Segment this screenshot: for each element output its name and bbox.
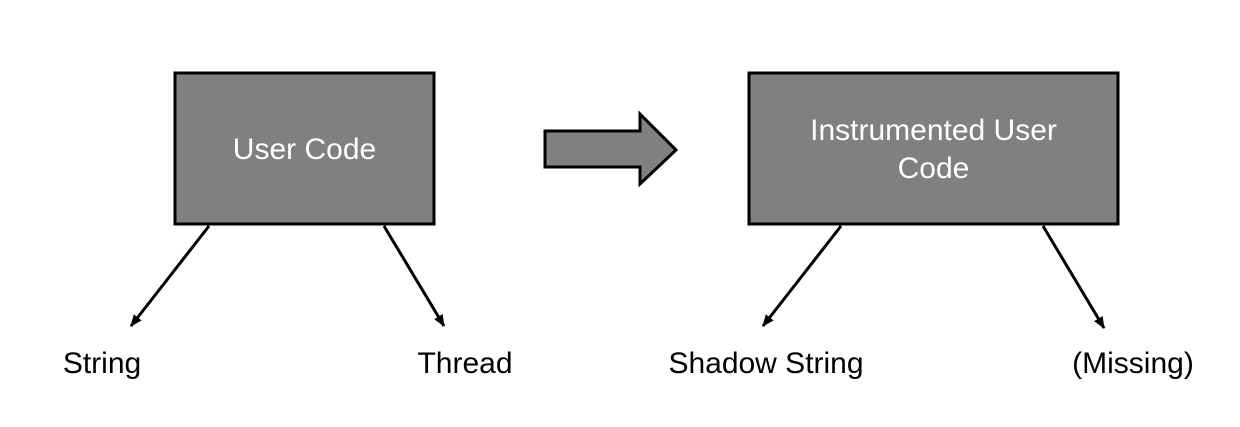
string-label: String: [63, 347, 141, 380]
missing-label: (Missing): [1072, 347, 1194, 380]
instrumented-user-code-node: Instrumented User Code: [747, 71, 1120, 226]
arrow-to-missing: [1041, 225, 1106, 329]
instrumented-user-code-box: [747, 71, 1120, 226]
user-code-label: User Code: [233, 133, 376, 166]
user-code-node: User Code: [173, 71, 436, 226]
instrumented-user-code-label-line1: Instrumented User: [810, 114, 1057, 147]
arrow-to-shadow-string: [761, 225, 843, 327]
arrow-to-thread: [382, 225, 446, 327]
transform-arrow-icon: [543, 110, 679, 188]
thread-label: Thread: [417, 347, 512, 380]
shadow-string-label: Shadow String: [668, 347, 863, 380]
arrow-to-string: [129, 225, 211, 327]
user-code-box: [173, 71, 436, 226]
instrumented-user-code-label-line2: Code: [898, 152, 970, 185]
